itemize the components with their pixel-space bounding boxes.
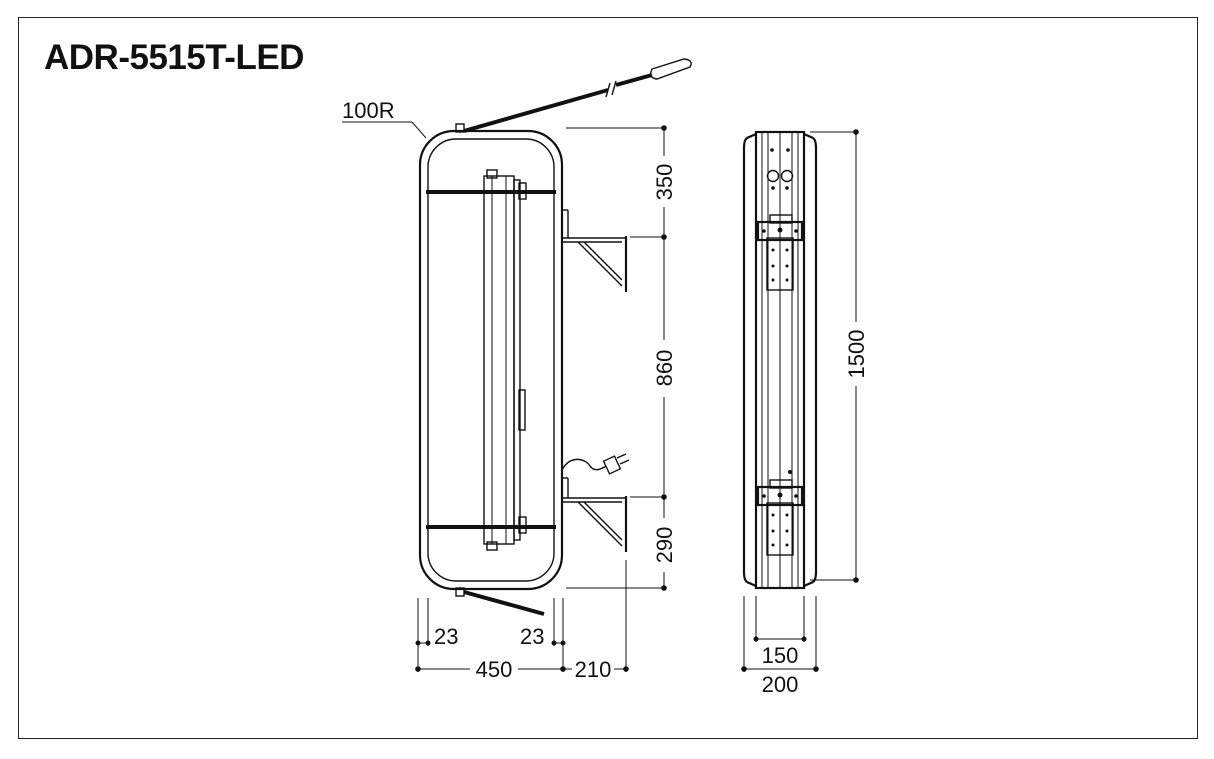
side-view: 1500 150 200 bbox=[741, 129, 869, 697]
dim-dot bbox=[415, 666, 421, 672]
mount-bolt bbox=[794, 494, 798, 498]
dim-bracket-depth: 210 bbox=[575, 657, 612, 682]
radius-label: 100R bbox=[342, 98, 395, 123]
top-hook bbox=[455, 123, 465, 133]
cable-hole-icon bbox=[766, 169, 780, 183]
dim-dot bbox=[801, 636, 807, 642]
dim-dot bbox=[623, 666, 629, 672]
lower-mount-bar bbox=[756, 485, 804, 507]
dim-dot bbox=[853, 577, 859, 583]
radius-leader bbox=[411, 121, 427, 139]
plate-hole bbox=[785, 529, 789, 533]
plate-hole bbox=[785, 248, 789, 252]
lower-bracket-brace bbox=[583, 501, 623, 541]
mount-hole bbox=[771, 186, 775, 190]
dim-dot bbox=[661, 494, 667, 500]
mount-bolt bbox=[762, 229, 766, 233]
dim-total-height: 1500 bbox=[844, 330, 869, 379]
dim-dot bbox=[661, 125, 667, 131]
plate-hole bbox=[771, 543, 775, 547]
dim-dot bbox=[425, 640, 431, 646]
mount-bolt bbox=[794, 229, 798, 233]
sign-body-outline bbox=[418, 129, 564, 591]
wire-break-mark bbox=[605, 82, 611, 98]
plate-hole bbox=[771, 248, 775, 252]
mount-bolt bbox=[777, 227, 783, 233]
mount-hole bbox=[786, 148, 790, 152]
mount-hole bbox=[770, 148, 774, 152]
mount-hole bbox=[788, 470, 792, 474]
plate-hole bbox=[785, 513, 789, 517]
upper-bracket-brace bbox=[583, 241, 623, 281]
sign-body-inner bbox=[427, 138, 555, 582]
dim-dot bbox=[753, 636, 759, 642]
lower-bracket-brace bbox=[577, 501, 623, 547]
dim-middle-section: 860 bbox=[652, 350, 677, 387]
dim-outer-depth: 200 bbox=[762, 672, 799, 697]
model-title: ADR-5515T-LED bbox=[44, 38, 304, 77]
led-tube bbox=[483, 175, 515, 545]
drawing-frame bbox=[18, 17, 1198, 739]
side-outer-left bbox=[742, 132, 757, 588]
dim-dot bbox=[661, 585, 667, 591]
dim-dot bbox=[661, 234, 667, 240]
upper-bracket-brace bbox=[577, 241, 623, 287]
dim-bottom-section: 290 bbox=[652, 527, 677, 564]
dim-dot bbox=[853, 129, 859, 135]
power-cord bbox=[561, 458, 607, 471]
dim-dot bbox=[560, 640, 566, 646]
tube-holder bbox=[513, 179, 521, 541]
plate-hole bbox=[771, 529, 775, 533]
plate-hole bbox=[785, 264, 789, 268]
suspension-wire bbox=[615, 73, 653, 87]
dim-margin-left: 23 bbox=[434, 624, 458, 649]
wire-break-mark bbox=[611, 80, 617, 96]
upper-mount-bar bbox=[756, 220, 804, 242]
wire-tensioner bbox=[650, 58, 692, 80]
dim-dot bbox=[560, 666, 566, 672]
holder-plate bbox=[518, 389, 526, 431]
mount-bolt bbox=[762, 494, 766, 498]
dim-dot bbox=[741, 666, 747, 672]
cable-hole-icon bbox=[780, 169, 794, 183]
dim-margin-right: 23 bbox=[520, 624, 544, 649]
plate-hole bbox=[785, 278, 789, 282]
side-outer-right bbox=[803, 132, 818, 588]
dim-front-width: 450 bbox=[476, 657, 513, 682]
plate-hole bbox=[785, 543, 789, 547]
mount-bolt bbox=[777, 492, 783, 498]
holder-clip bbox=[518, 516, 527, 534]
plug-prong bbox=[616, 453, 627, 459]
lower-mount-plate bbox=[766, 502, 794, 556]
dim-dot bbox=[813, 666, 819, 672]
suspension-wire bbox=[463, 88, 609, 133]
dim-dot bbox=[415, 640, 421, 646]
plate-hole bbox=[771, 513, 775, 517]
plug-prong bbox=[619, 459, 630, 465]
dim-inner-depth: 150 bbox=[762, 643, 799, 668]
dim-dot bbox=[551, 640, 557, 646]
plate-hole bbox=[771, 264, 775, 268]
holder-clip bbox=[518, 182, 527, 200]
upper-mount-plate bbox=[766, 237, 794, 291]
tube-cap-bottom bbox=[486, 541, 498, 551]
dim-top-section: 350 bbox=[652, 164, 677, 201]
plate-hole bbox=[771, 278, 775, 282]
front-view: 100R 350 860 290 23 23 bbox=[342, 58, 692, 682]
power-plug-icon bbox=[602, 455, 622, 475]
bottom-wire bbox=[463, 590, 545, 616]
tube-cap-top bbox=[486, 169, 498, 179]
mount-hole bbox=[785, 186, 789, 190]
